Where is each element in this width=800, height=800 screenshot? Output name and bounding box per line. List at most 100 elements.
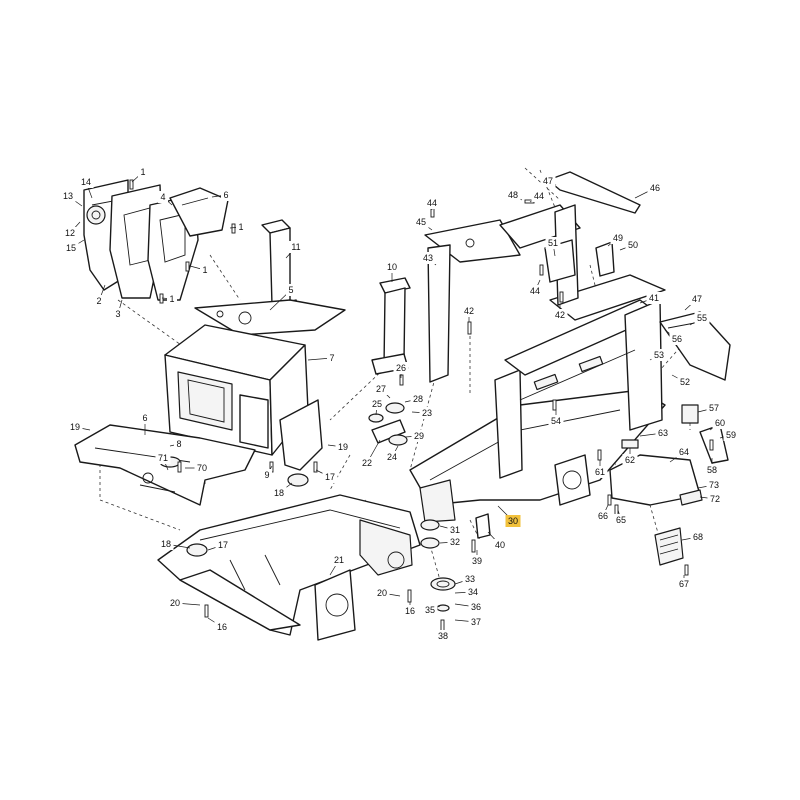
callout-label-44[interactable]: 44 — [427, 198, 437, 208]
callout-label-46[interactable]: 46 — [650, 183, 660, 193]
callout-label-54[interactable]: 54 — [551, 416, 561, 426]
callout-label-65[interactable]: 65 — [616, 515, 626, 525]
callout-label-11[interactable]: 11 — [291, 242, 300, 252]
callout-label-21[interactable]: 21 — [334, 555, 344, 565]
callout-label-63[interactable]: 63 — [658, 428, 668, 438]
callout-label-40[interactable]: 40 — [495, 540, 505, 550]
callout-label-32[interactable]: 32 — [450, 537, 460, 547]
callout-label-3[interactable]: 3 — [115, 309, 120, 319]
callout-bg — [669, 333, 685, 345]
callout-label-17[interactable]: 17 — [325, 472, 335, 482]
callout-label-56[interactable]: 56 — [672, 334, 682, 344]
callout-label-57[interactable]: 57 — [709, 403, 719, 413]
callout-label-1[interactable]: 1 — [169, 294, 174, 304]
callout-label-33[interactable]: 33 — [465, 574, 475, 584]
callout-label-45[interactable]: 45 — [416, 217, 426, 227]
callout-label-15[interactable]: 15 — [66, 243, 76, 253]
callout-label-25[interactable]: 25 — [372, 399, 382, 409]
callout-bg — [413, 216, 429, 228]
callout-label-34[interactable]: 34 — [468, 587, 478, 597]
callout-label-35[interactable]: 35 — [425, 605, 435, 615]
callout-label-1[interactable]: 1 — [238, 222, 243, 232]
bolt-icon — [159, 293, 164, 304]
callout-bg — [461, 305, 477, 317]
callout-bg — [651, 349, 667, 361]
callout-bg — [94, 295, 104, 307]
callout-label-58[interactable]: 58 — [707, 465, 717, 475]
callout-label-43[interactable]: 43 — [423, 253, 433, 263]
callout-label-30[interactable]: 30 — [508, 516, 518, 526]
callout-label-2[interactable]: 2 — [96, 296, 101, 306]
callout-bg — [465, 586, 481, 598]
callout-bg — [158, 538, 174, 550]
grommet-13 — [86, 205, 106, 225]
callout-label-53[interactable]: 53 — [654, 350, 664, 360]
callout-label-5[interactable]: 5 — [288, 285, 293, 295]
callout-bg — [215, 539, 231, 551]
callout-label-36[interactable]: 36 — [471, 602, 481, 612]
callout-label-52[interactable]: 52 — [680, 377, 690, 387]
callout-label-42[interactable]: 42 — [464, 306, 474, 316]
callout-label-59[interactable]: 59 — [726, 430, 736, 440]
callout-label-7[interactable]: 7 — [329, 353, 334, 363]
callout-label-17[interactable]: 17 — [218, 540, 228, 550]
callout-label-47[interactable]: 47 — [543, 176, 553, 186]
callout-label-9[interactable]: 9 — [264, 470, 269, 480]
callout-label-8[interactable]: 8 — [176, 439, 181, 449]
callout-label-14[interactable]: 14 — [81, 177, 91, 187]
callout-label-39[interactable]: 39 — [472, 556, 482, 566]
clip-62 — [621, 439, 639, 449]
callout-label-55[interactable]: 55 — [697, 313, 707, 323]
callout-label-29[interactable]: 29 — [414, 431, 424, 441]
callout-label-44[interactable]: 44 — [534, 191, 544, 201]
callout-label-27[interactable]: 27 — [376, 384, 386, 394]
callout-label-70[interactable]: 70 — [197, 463, 207, 473]
callout-label-41[interactable]: 41 — [649, 293, 659, 303]
callout-label-38[interactable]: 38 — [438, 631, 448, 641]
callout-label-1[interactable]: 1 — [202, 265, 207, 275]
callout-label-61[interactable]: 61 — [595, 467, 605, 477]
callout-label-62[interactable]: 62 — [625, 455, 635, 465]
callout-label-72[interactable]: 72 — [710, 494, 720, 504]
callout-label-47[interactable]: 47 — [692, 294, 702, 304]
callout-label-28[interactable]: 28 — [413, 394, 423, 404]
callout-label-16[interactable]: 16 — [405, 606, 415, 616]
callout-label-10[interactable]: 10 — [387, 262, 397, 272]
callout-label-49[interactable]: 49 — [613, 233, 623, 243]
callout-label-23[interactable]: 23 — [422, 408, 432, 418]
callout-label-13[interactable]: 13 — [63, 191, 73, 201]
callout-bg — [286, 284, 296, 296]
callout-label-73[interactable]: 73 — [709, 480, 719, 490]
callout-label-16[interactable]: 16 — [217, 622, 227, 632]
callout-label-1[interactable]: 1 — [140, 167, 145, 177]
callout-label-60[interactable]: 60 — [715, 418, 725, 428]
plate-39 — [475, 513, 491, 539]
callout-label-31[interactable]: 31 — [450, 525, 460, 535]
callout-label-50[interactable]: 50 — [628, 240, 638, 250]
callout-label-42[interactable]: 42 — [555, 310, 565, 320]
callout-bg — [78, 176, 94, 188]
callout-label-6[interactable]: 6 — [223, 190, 228, 200]
callout-label-68[interactable]: 68 — [693, 532, 703, 542]
callout-label-64[interactable]: 64 — [679, 447, 689, 457]
callout-label-67[interactable]: 67 — [679, 579, 689, 589]
callout-label-26[interactable]: 26 — [396, 363, 406, 373]
callout-label-20[interactable]: 20 — [377, 588, 387, 598]
callout-label-44[interactable]: 44 — [530, 286, 540, 296]
callout-bg — [335, 441, 351, 453]
callout-label-12[interactable]: 12 — [65, 228, 75, 238]
callout-label-19[interactable]: 19 — [70, 422, 80, 432]
callout-label-18[interactable]: 18 — [274, 488, 284, 498]
callout-label-19[interactable]: 19 — [338, 442, 348, 452]
callout-label-71[interactable]: 71 — [158, 453, 168, 463]
callout-label-66[interactable]: 66 — [598, 511, 608, 521]
callout-label-6[interactable]: 6 — [142, 413, 147, 423]
callout-label-37[interactable]: 37 — [471, 617, 481, 627]
callout-label-51[interactable]: 51 — [548, 238, 558, 248]
callout-label-18[interactable]: 18 — [161, 539, 171, 549]
callout-label-4[interactable]: 4 — [160, 192, 165, 202]
callout-label-48[interactable]: 48 — [508, 190, 518, 200]
callout-label-22[interactable]: 22 — [362, 458, 372, 468]
callout-label-24[interactable]: 24 — [387, 452, 397, 462]
callout-label-20[interactable]: 20 — [170, 598, 180, 608]
